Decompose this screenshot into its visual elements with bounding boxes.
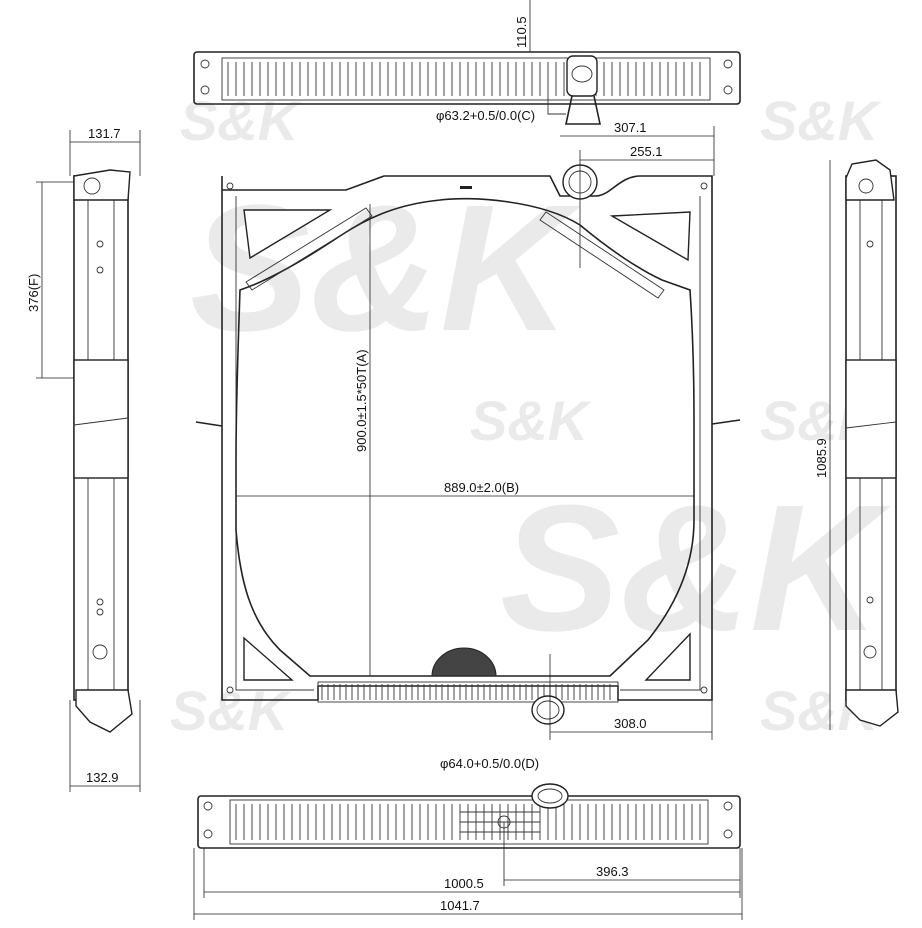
right-side-view: [845, 159, 899, 727]
left-side-view: [73, 169, 133, 733]
dim-total-width: 1041.7: [440, 898, 480, 913]
watermark: S&K: [760, 89, 882, 152]
bottom-tank-view: [197, 783, 741, 849]
dim-core-height: 900.0±1.5*50T(A): [354, 349, 369, 452]
watermark: S&K: [500, 468, 891, 669]
dim-core-width: 889.0±2.0(B): [444, 480, 519, 495]
dim-outlet-diameter: φ64.0+0.5/0.0(D): [440, 756, 539, 771]
radiator-front-view: [195, 164, 741, 725]
watermark: S&K: [180, 89, 302, 152]
watermark: S&K: [190, 168, 581, 369]
dimension-labels: 110.5 φ63.2+0.5/0.0(C) 307.1 255.1 131.7…: [26, 16, 829, 913]
dim-left-width: 131.7: [88, 126, 121, 141]
dim-bottom-offset: 396.3: [596, 864, 629, 879]
dim-outlet-offset: 308.0: [614, 716, 647, 731]
dim-inlet-offset-307: 307.1: [614, 120, 647, 135]
dim-inlet-diameter: φ63.2+0.5/0.0(C): [436, 108, 535, 123]
top-tank-view: [193, 51, 741, 125]
dimension-lines: [36, 0, 831, 920]
watermark-layer: S&K S&K S&K S&K S&K S&K S&K S&K: [170, 89, 891, 742]
dim-inlet-offset-255: 255.1: [630, 144, 663, 159]
dim-left-height-376: 376(F): [26, 274, 41, 312]
watermark: S&K: [170, 679, 292, 742]
dim-right-total-height: 1085.9: [814, 438, 829, 478]
dim-top-tank-height: 110.5: [514, 16, 529, 48]
watermark: S&K: [470, 389, 592, 452]
dim-left-bottom-width: 132.9: [86, 770, 119, 785]
dim-mount-width: 1000.5: [444, 876, 484, 891]
